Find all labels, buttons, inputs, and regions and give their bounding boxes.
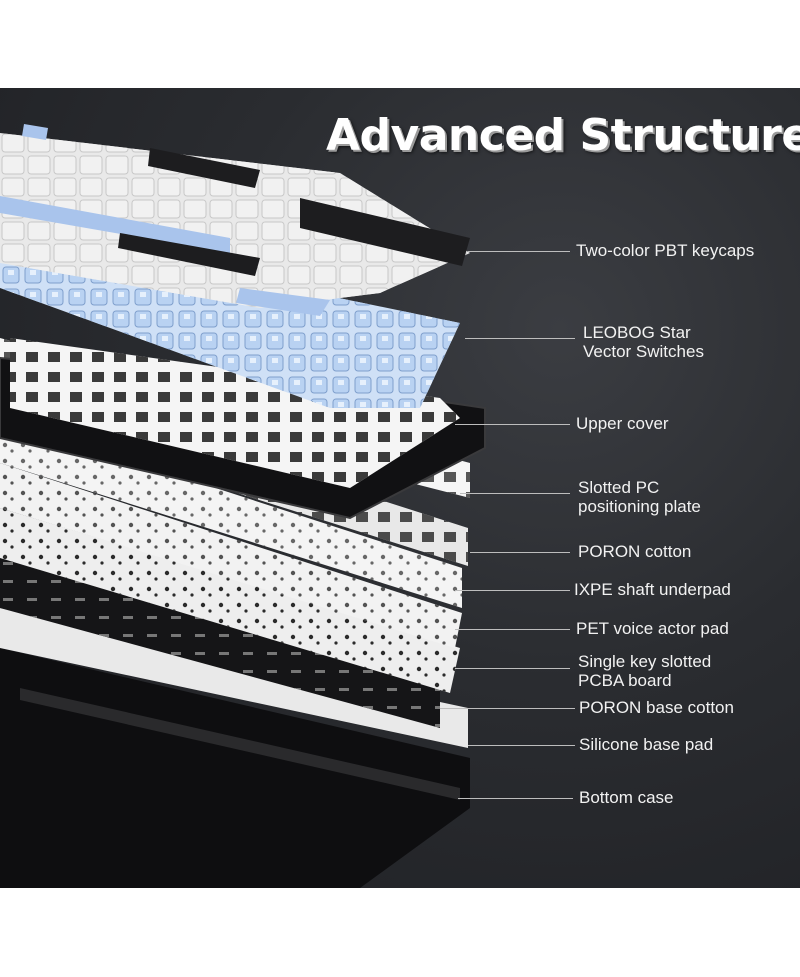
page-title: Advanced Structure: [326, 110, 800, 161]
callout-pet-pad: PET voice actor pad: [576, 619, 729, 638]
callout-poron-cotton: PORON cotton: [578, 542, 692, 561]
switches-leader-line: [465, 338, 575, 339]
poron-cotton-leader-line: [470, 552, 570, 553]
callout-switches: LEOBOG Star Vector Switches: [583, 323, 704, 361]
keyboard-exploded-view: [0, 124, 486, 888]
callout-poron-base-cotton: PORON base cotton: [579, 698, 734, 717]
keycaps-leader-line: [468, 251, 570, 252]
bottom-case-leader-line: [458, 798, 573, 799]
keycaps-layer: [0, 124, 470, 316]
callout-bottom-case: Bottom case: [579, 788, 674, 807]
pet-pad-layer: [0, 463, 462, 648]
product-image: Advanced Structure Two-color PBT keycaps…: [0, 88, 800, 888]
ixpe-leader-line: [455, 590, 570, 591]
silicone-leader-line: [468, 745, 575, 746]
silicone-base-pad-layer: [0, 608, 468, 748]
pcba-leader-line: [455, 668, 570, 669]
poron-base-cotton-layer: [0, 558, 440, 728]
pet-leader-line: [455, 629, 570, 630]
callout-positioning-plate: Slotted PC positioning plate: [578, 478, 701, 516]
callout-pcba: Single key slotted PCBA board: [578, 652, 712, 690]
pcba-board-layer: [0, 508, 460, 693]
callout-ixpe: IXPE shaft underpad: [574, 580, 731, 599]
callout-upper-cover: Upper cover: [576, 414, 669, 433]
upper-cover-leader-line: [455, 424, 570, 425]
bottom-case-layer: [0, 648, 470, 888]
callout-keycaps: Two-color PBT keycaps: [576, 241, 755, 260]
poron-base-leader-line: [440, 708, 575, 709]
ixpe-layer: [0, 418, 462, 608]
callout-silicone-pad: Silicone base pad: [579, 735, 714, 754]
plate-leader-line: [460, 493, 570, 494]
